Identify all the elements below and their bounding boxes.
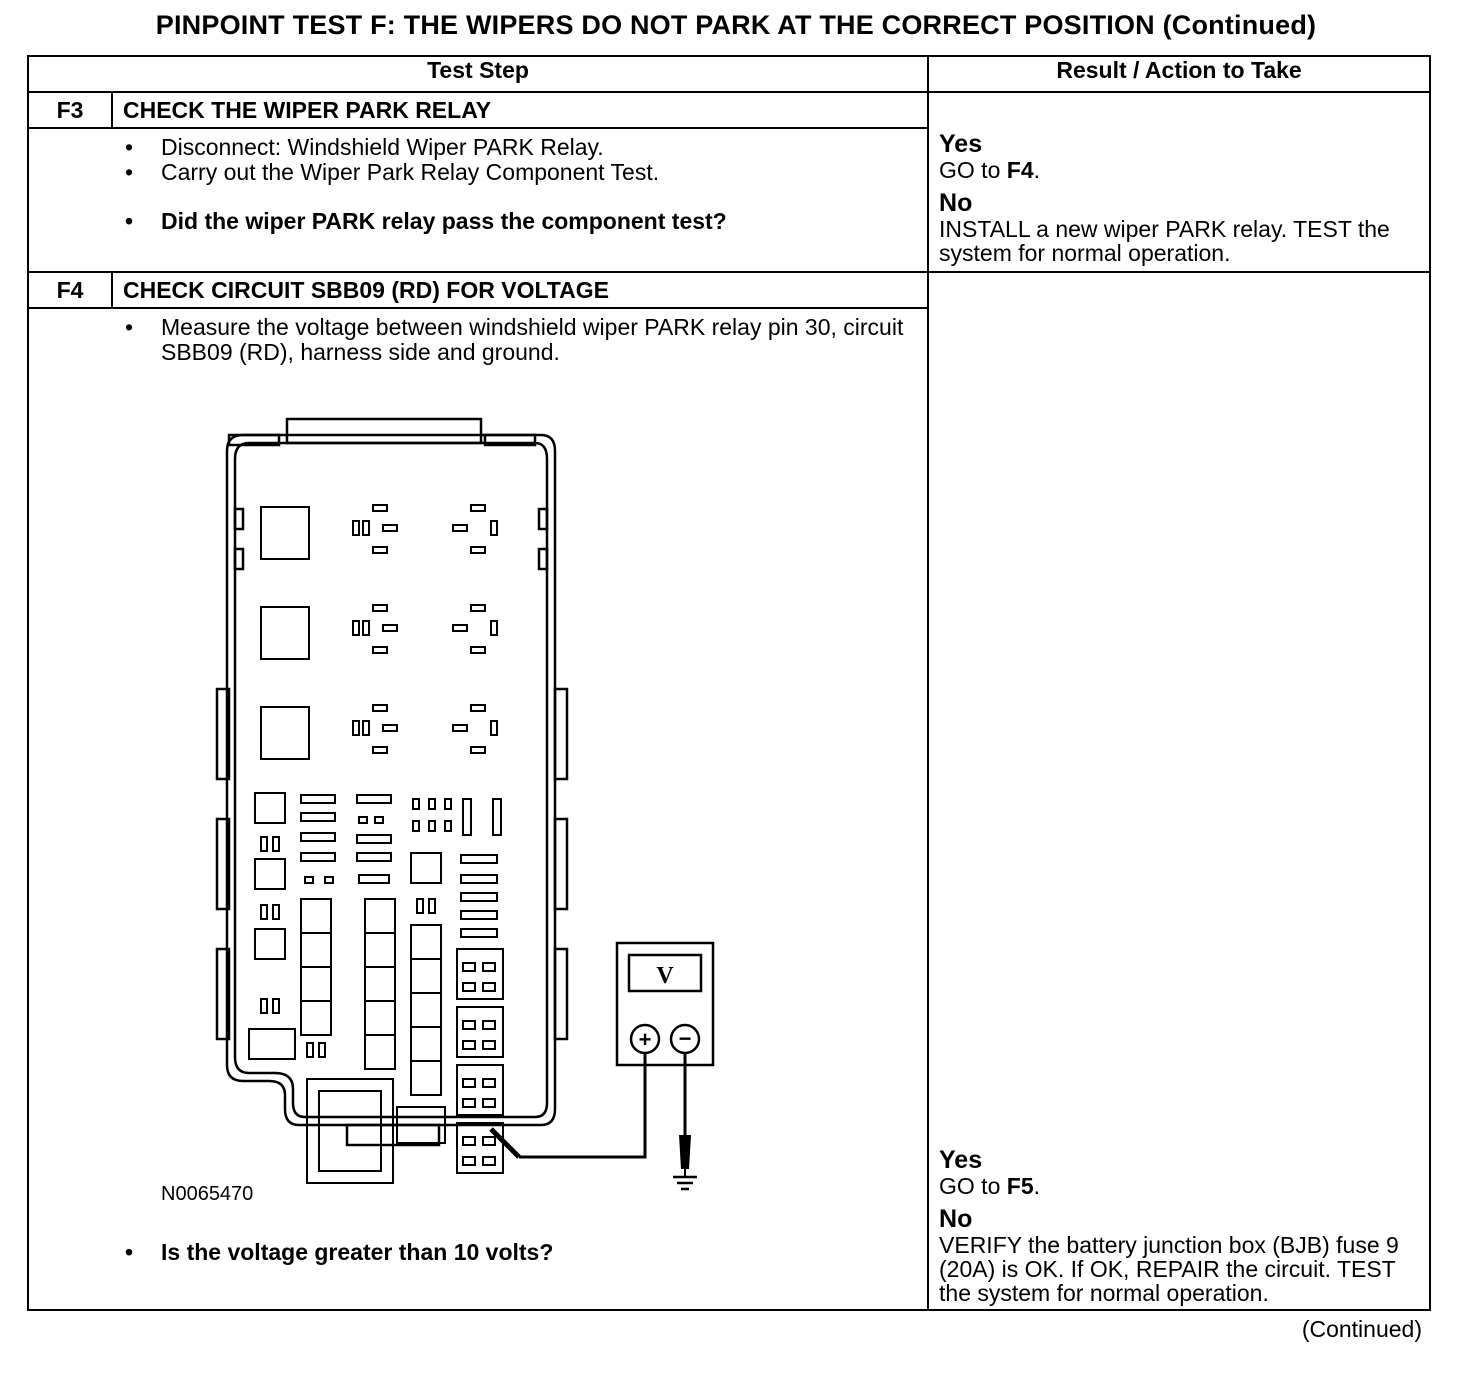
step-id-f4: F4 [27,271,113,309]
f4-no-text: VERIFY the battery junction box (BJB) fu… [939,1232,1399,1306]
f3-yes-block: Yes GO to F4. [939,130,1419,183]
f4-yes-label: Yes [939,1146,983,1174]
f3-no-block: No INSTALL a new wiper PARK relay. TEST … [939,189,1419,266]
voltmeter [615,941,715,1067]
relay-socket-1 [352,504,498,554]
f4-no-block: No VERIFY the battery junction box (BJB)… [939,1205,1419,1306]
f4-yes-goto-link[interactable]: F5 [1006,1173,1034,1199]
f4-action-1: Measure the voltage between windshield w… [29,315,927,365]
f4-figure-area: Measure the voltage between windshield w… [29,309,927,1266]
f3-yes-end: . [1033,157,1040,183]
f3-yes-label: Yes [939,130,983,158]
f3-yes-text: GO to [939,157,1007,183]
header-result: Result / Action to Take [927,55,1432,93]
f3-yes-goto-link[interactable]: F4 [1006,157,1034,183]
junction-box-outline [225,433,557,1127]
step-id-f3: F3 [27,91,113,129]
f3-no-text: INSTALL a new wiper PARK relay. TEST the… [939,216,1390,266]
f4-no-label: No [939,1205,973,1233]
voltmeter-symbol: V [656,963,674,989]
ground-icon [673,1175,697,1191]
header-test-step: Test Step [26,55,930,93]
f3-action-2: Carry out the Wiper Park Relay Component… [29,160,927,186]
step-f3-title-row: F3 CHECK THE WIPER PARK RELAY Yes GO to … [27,91,1432,273]
meter-plus-terminal: + [639,1027,652,1052]
figure-code: N0065470 [161,1183,254,1205]
f4-yes-end: . [1033,1173,1040,1199]
junction-box-diagram: V + − [215,417,715,1191]
step-f3-result: Yes GO to F4. No INSTALL a new wiper PAR… [927,91,1432,273]
f3-question: Did the wiper PARK relay pass the compon… [29,209,927,235]
step-f4-title-row: F4 CHECK CIRCUIT SBB09 (RD) FOR VOLTAGE … [27,271,1432,1311]
f3-no-label: No [939,189,973,217]
junction-box-top-tab [285,417,483,445]
positive-test-lead [519,1053,647,1159]
step-title-f4: CHECK CIRCUIT SBB09 (RD) FOR VOLTAGE [110,271,930,309]
step-f4-body-row: Measure the voltage between windshield w… [26,307,1430,1311]
f4-yes-text: GO to [939,1173,1007,1199]
step-f4-result: Yes GO to F5. No VERIFY the battery junc… [927,271,1432,1311]
relay-socket-3 [352,704,498,754]
step-title-f3: CHECK THE WIPER PARK RELAY [110,91,930,129]
step-f3-body-row: Disconnect: Windshield Wiper PARK Relay.… [26,127,1430,273]
page-title: PINPOINT TEST F: THE WIPERS DO NOT PARK … [155,10,1317,40]
table-header-row: Test Step Result / Action to Take [26,55,1432,93]
continued-label: (Continued) [1301,1316,1422,1342]
relay-socket-2 [352,604,498,654]
f3-action-1: Disconnect: Windshield Wiper PARK Relay. [29,135,927,161]
step-f4-body: Measure the voltage between windshield w… [26,307,930,1311]
step-f3-body: Disconnect: Windshield Wiper PARK Relay.… [26,127,930,273]
meter-minus-terminal: − [679,1026,692,1051]
f4-question: Is the voltage greater than 10 volts? [29,1240,927,1266]
pinpoint-test-table: Test Step Result / Action to Take F3 CHE… [26,55,1432,1311]
f4-yes-block: Yes GO to F5. [939,1146,1419,1199]
